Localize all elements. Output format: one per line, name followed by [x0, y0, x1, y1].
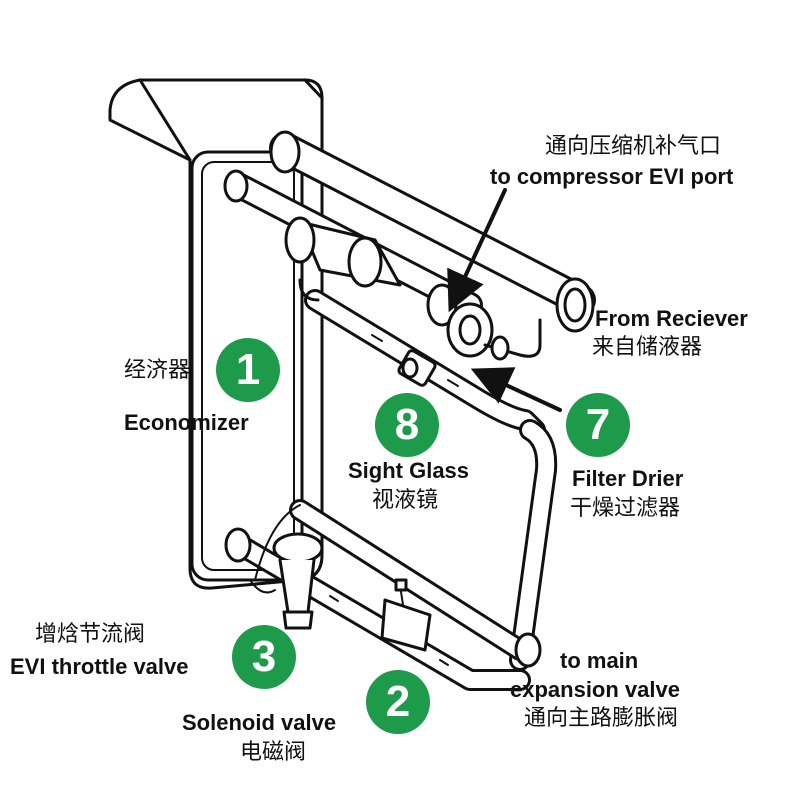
to-main-label-line1: to main — [560, 648, 639, 673]
economizer-label-en: Economizer — [124, 410, 249, 435]
from-receiver-label-zh: 来自储液器 — [592, 335, 703, 360]
solenoid-valve-label-en: Solenoid valve — [182, 710, 337, 735]
to-main-label-line2: expansion valve — [510, 677, 680, 702]
sight-glass-number-badge: 8 — [375, 393, 439, 457]
callout-arrows — [447, 188, 562, 412]
evi-throttle-valve-label-zh: 增焓节流阀 — [35, 622, 146, 647]
solenoid-valve-label-zh: 电磁阀 — [240, 740, 307, 765]
compressor-port-label-zh: 通向压缩机补气口 — [545, 134, 722, 159]
solenoid-valve-number-badge: 2 — [366, 670, 430, 734]
economizer-label-zh: 经济器 — [124, 358, 191, 383]
filter-drier-number-badge: 7 — [566, 393, 630, 457]
evi-throttle-valve-number-badge: 3 — [232, 625, 296, 689]
to-main-label-zh: 通向主路膨胀阀 — [524, 706, 679, 731]
evi-throttle-valve-label-en: EVI throttle valve — [10, 654, 189, 679]
compressor-port-label-en: to compressor EVI port — [490, 164, 734, 189]
lower-line — [224, 527, 531, 691]
evi-valve-body — [249, 504, 324, 630]
sight-glass-label-zh: 视液镜 — [372, 488, 439, 513]
economizer-number-badge: 1 — [216, 338, 280, 402]
top-pipes — [223, 130, 596, 361]
filter-drier-label-en: Filter Drier — [572, 466, 684, 491]
return-loop — [289, 419, 558, 671]
from-receiver-label-en: From Reciever — [595, 306, 748, 331]
sight-glass-label-en: Sight Glass — [348, 458, 470, 483]
filter-drier-label-zh: 干燥过滤器 — [570, 496, 681, 521]
